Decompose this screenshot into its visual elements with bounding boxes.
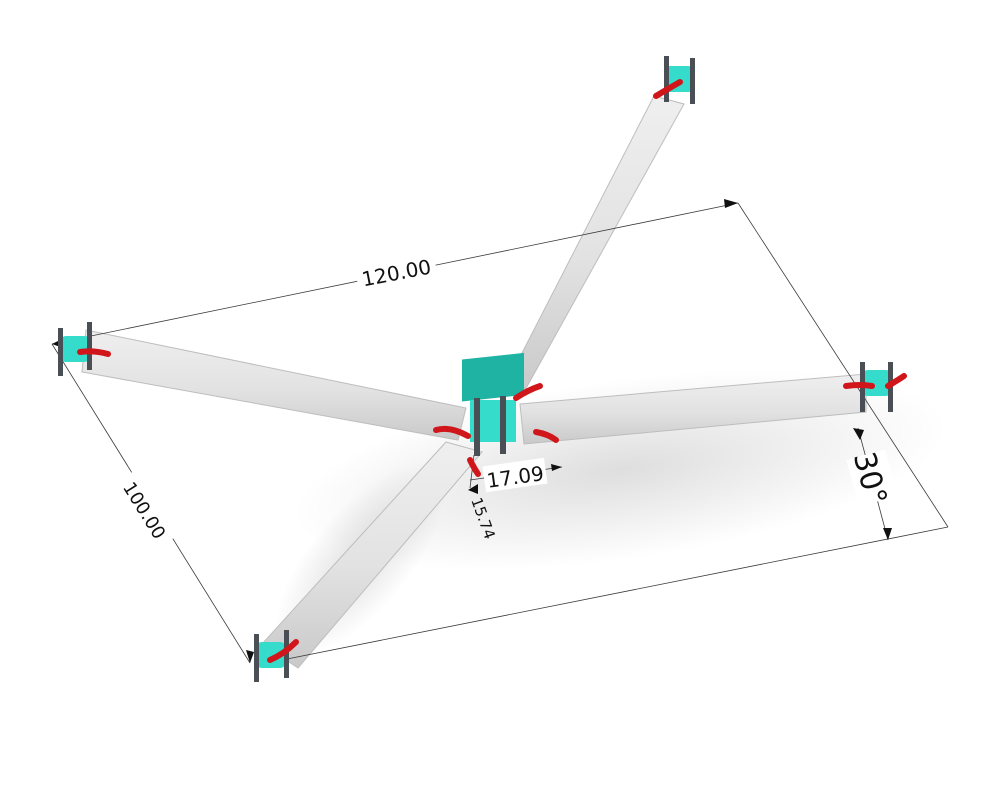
arrowhead-icon [853, 428, 864, 440]
arrowhead-icon [883, 528, 892, 540]
connector-front-left [254, 630, 299, 682]
length-label: 120.00 [360, 255, 433, 292]
hub-fin [500, 396, 506, 454]
connector-front-right [843, 362, 907, 412]
arrowhead-icon [468, 484, 478, 494]
connector-fin [690, 58, 695, 104]
connector-back-left [58, 322, 111, 376]
connector-fin [664, 56, 669, 102]
central-hub [433, 352, 559, 477]
clip-icon [513, 383, 543, 401]
arm-back-left [81, 329, 467, 441]
arm-front-left [261, 441, 483, 669]
clip-icon [467, 457, 481, 477]
arrowhead-icon [551, 464, 562, 471]
clip-icon [267, 639, 299, 663]
clip-icon [433, 425, 471, 439]
frame-arms [81, 95, 867, 669]
connector-fin [58, 328, 63, 376]
arm-front-right [519, 373, 867, 445]
connector-fin [254, 634, 259, 682]
clip-icon [653, 79, 683, 99]
clip-icon [843, 382, 875, 389]
connector-back-right [653, 56, 695, 104]
arrowhead-icon [246, 650, 254, 663]
extension-line [261, 526, 949, 665]
connector-fin [87, 322, 92, 370]
hub-body [462, 352, 524, 402]
arm-back-right [503, 95, 685, 393]
clip-icon [77, 348, 111, 357]
arrowhead-icon [724, 199, 738, 208]
clip-icon [533, 429, 559, 443]
clip-icon [885, 373, 907, 389]
extension-line [737, 202, 949, 528]
hub-fin [474, 398, 480, 456]
